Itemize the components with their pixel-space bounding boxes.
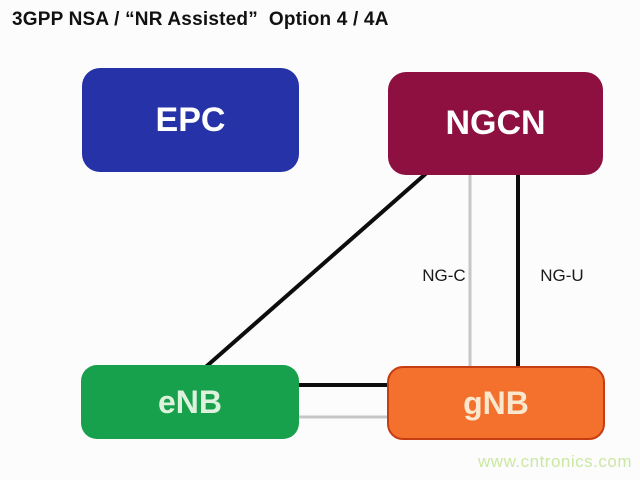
node-epc-label: EPC bbox=[155, 100, 226, 139]
watermark-text: www.cntronics.com bbox=[478, 452, 632, 471]
edge-label-ng-c: NG-C bbox=[422, 266, 466, 285]
node-ngcn-label: NGCN bbox=[445, 104, 546, 142]
node-gnb: gNB bbox=[387, 366, 605, 440]
link-ngcn-enb-line bbox=[198, 168, 432, 374]
node-enb-label: eNB bbox=[157, 383, 222, 420]
node-enb: eNB bbox=[81, 365, 299, 439]
node-gnb-label: gNB bbox=[463, 384, 529, 421]
node-epc: EPC bbox=[82, 68, 299, 172]
diagram-title: 3GPP NSA / “NR Assisted” Option 4 / 4A bbox=[12, 9, 389, 30]
edge-label-ng-u: NG-U bbox=[540, 266, 584, 285]
node-ngcn: NGCN bbox=[388, 72, 603, 175]
